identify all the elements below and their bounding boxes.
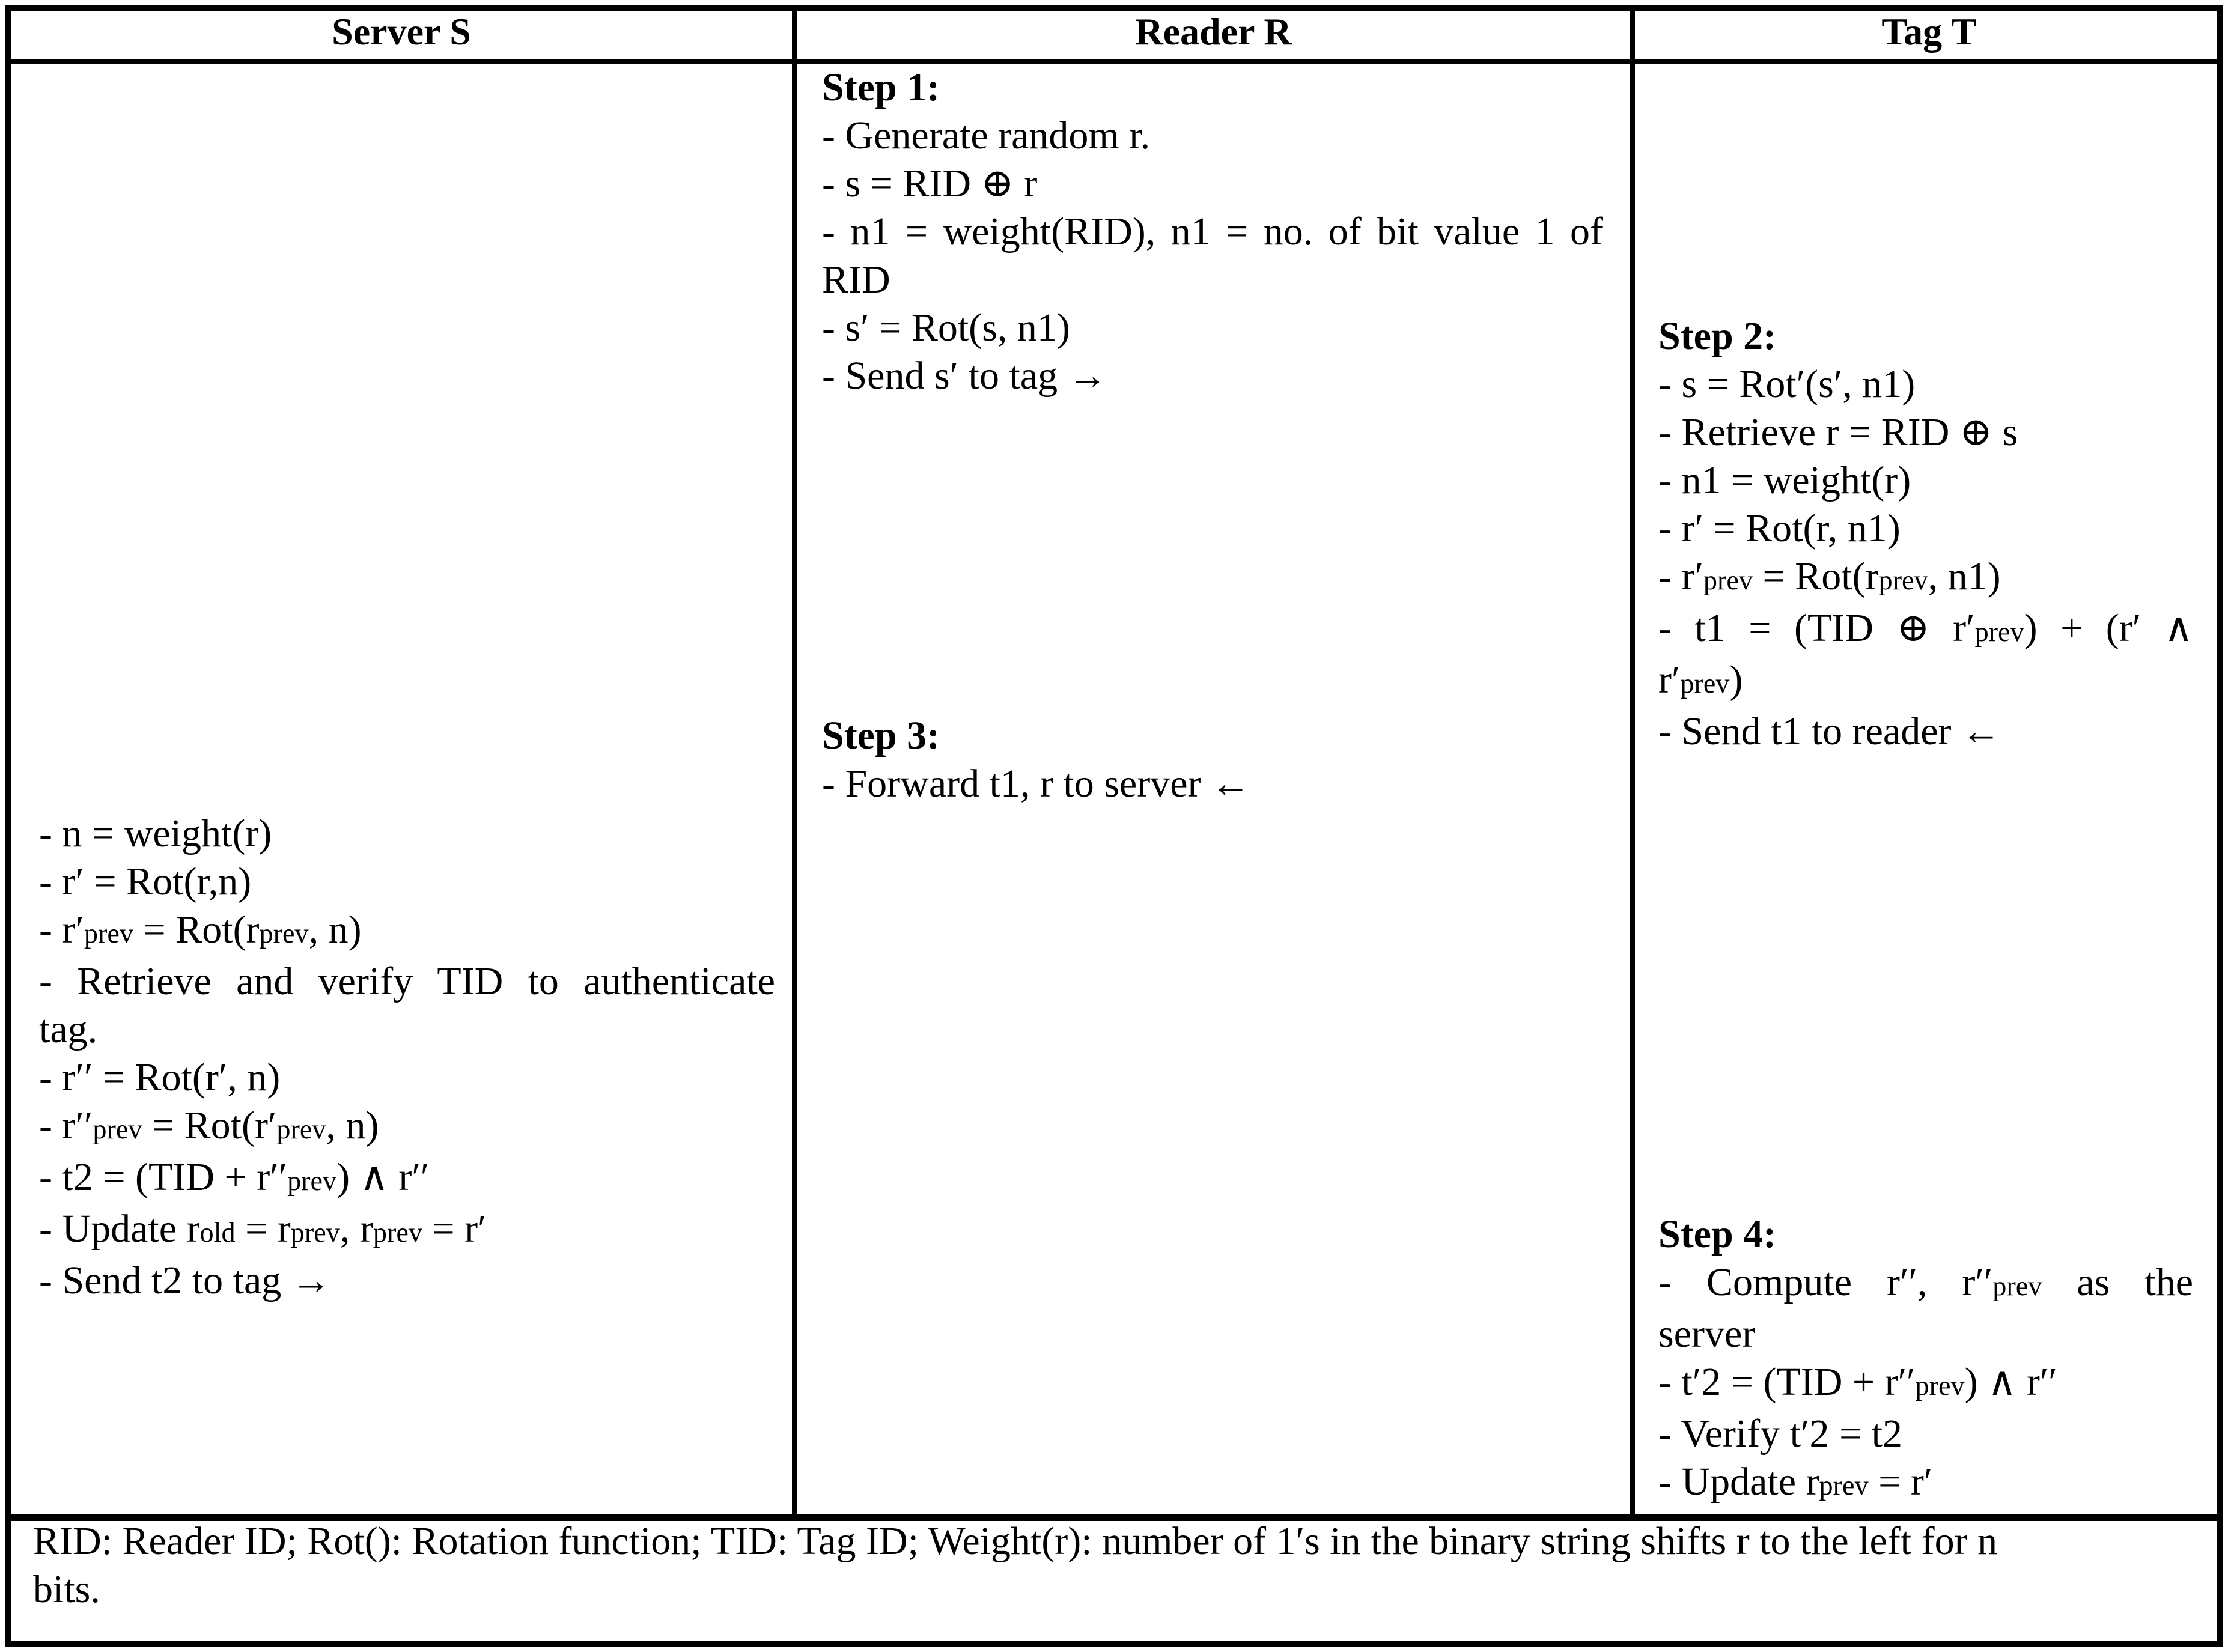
protocol-line: - s′ = Rot(s, n1) [822, 306, 1070, 350]
protocol-line: - Send t2 to tag → [39, 1259, 331, 1302]
protocol-line: - n1 = weight(r) [1658, 458, 1911, 502]
protocol-line: - n = weight(r) [39, 812, 272, 855]
step-heading: Step 1: [822, 65, 940, 109]
protocol-line: - Retrieve r = RID ⊕ s [1658, 410, 2018, 454]
legend-footnote: RID: Reader ID; Rot(): Rotation function… [33, 1517, 2196, 1614]
reader-tag-divider-line [1630, 11, 1635, 1516]
table-outer-border [5, 5, 2223, 1647]
protocol-line: - Forward t1, r to server ← [822, 762, 1250, 806]
protocol-line: - Retrieve and verify TID to authenticat… [39, 959, 775, 1003]
protocol-line: - r′prev = Rot(rprev, n1) [1658, 554, 2001, 598]
protocol-line: - Update rprev = r′ [1658, 1460, 1933, 1504]
legend-line-1: RID: Reader ID; Rot(): Rotation function… [33, 1519, 1998, 1563]
reader-column-cell: Step 1: - Generate random r. - s = RID ⊕ r… [822, 64, 1603, 1514]
protocol-line: - r′′prev = Rot(r′prev, n) [39, 1104, 379, 1147]
protocol-line: - s = RID ⊕ r [822, 162, 1038, 205]
legend-line-2: bits. [33, 1567, 100, 1611]
protocol-line: - r′ = Rot(r,n) [39, 860, 252, 903]
reader-step1-block: Step 1: - Generate random r. - s = RID ⊕ r… [822, 64, 1603, 400]
protocol-line: - Update rold = rprev, rprev = r′ [39, 1207, 487, 1251]
server-column-cell: - n = weight(r) - r′ = Rot(r,n) - r′prev =… [39, 64, 775, 1514]
server-reader-divider-line [792, 11, 797, 1516]
tag-step2-block: Step 2:- s = Rot′(s′, n1)- Retrieve r = … [1658, 312, 2193, 756]
protocol-line: - Send s′ to tag → [822, 354, 1107, 398]
step-heading: Step 2: [1658, 314, 1777, 358]
step-heading: Step 3: [822, 714, 940, 758]
protocol-line: - t2 = (TID + r′′prev) ∧ r′′ [39, 1155, 430, 1199]
protocol-line: - Verify t′2 = t2 [1658, 1412, 1903, 1456]
protocol-line: r′prev) [1658, 658, 1743, 702]
protocol-line: - Send t1 to reader ← [1658, 709, 2001, 753]
protocol-line: - Generate random r. [822, 114, 1151, 157]
protocol-line: - Compute r′′, r′′prev as the [1658, 1260, 2193, 1304]
reader-step3-block: Step 3:- Forward t1, r to server ← [822, 712, 1603, 808]
protocol-line: - s = Rot′(s′, n1) [1658, 362, 1916, 406]
server-steps-block: - n = weight(r) - r′ = Rot(r,n) - r′prev =… [39, 810, 775, 1305]
protocol-line: - n1 = weight(RID), n1 = no. of bit valu… [822, 210, 1603, 254]
protocol-line: - t1 = (TID ⊕ r′prev) + (r′ ∧ [1658, 606, 2193, 650]
protocol-line: - r′prev = Rot(rprev, n) [39, 908, 362, 952]
protocol-line: - t′2 = (TID + r′′prev) ∧ r′′ [1658, 1360, 2057, 1404]
protocol-line: - r′′ = Rot(r′, n) [39, 1055, 281, 1099]
protocol-line: server [1658, 1312, 1756, 1356]
column-header-tag: Tag T [1881, 10, 1977, 53]
tag-column-cell: Step 2:- s = Rot′(s′, n1)- Retrieve r = … [1658, 64, 2193, 1514]
step-heading: Step 4: [1658, 1212, 1777, 1256]
column-header-reader: Reader R [1135, 10, 1292, 53]
tag-step4-block: Step 4:- Compute r′′, r′′prev as the serv… [1658, 1210, 2193, 1510]
protocol-line: tag. [39, 1007, 98, 1051]
protocol-line: - r′ = Rot(r, n1) [1658, 506, 1901, 550]
footer-separator-line [11, 1514, 2217, 1521]
column-header-server: Server S [332, 10, 471, 53]
header-separator-line [11, 59, 2217, 64]
protocol-line: RID [822, 258, 890, 302]
